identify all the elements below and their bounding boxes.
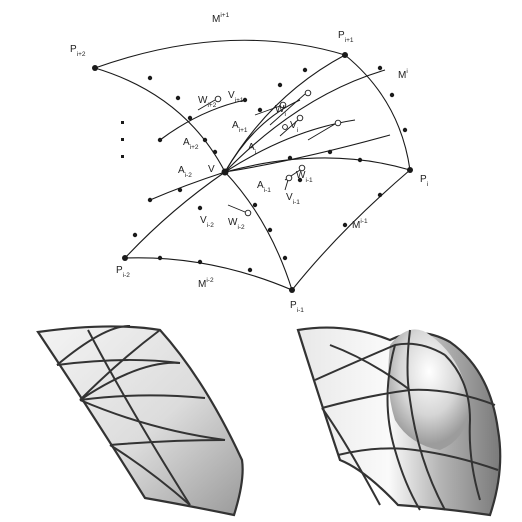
label-v-im1: Vi-1 [286, 192, 300, 206]
control-points [92, 52, 413, 293]
label-p-i2: Pi+2 [70, 44, 86, 58]
label-p-im2: Pi-2 [116, 265, 130, 279]
label-v-im2: Vi-2 [200, 215, 214, 229]
deformed-surface-rendering [296, 326, 502, 517]
boundary-curve-left-upper [94, 67, 226, 173]
label-a-i: Ai [248, 142, 256, 156]
label-p-i1: Pi+1 [338, 30, 354, 44]
flat-surface-rendering [36, 324, 244, 517]
label-m-right: Mi [398, 68, 408, 81]
label-v-i: Vi [290, 120, 298, 134]
diagram-labels: Mi+1 Mi Mi-1 Mi-2 Pi+2 Pi+1 Pi Pi-1 Pi-2… [70, 12, 428, 314]
label-p-i: Pi [420, 174, 428, 188]
boundary-curve-top [94, 39, 346, 69]
label-w-im2: Wi-2 [228, 217, 245, 231]
spoke-to-m-i [224, 69, 386, 173]
label-a-im2: Ai-2 [178, 165, 192, 179]
label-w-i: Wi [275, 104, 286, 118]
label-w-im1: Wi-1 [296, 170, 313, 184]
label-m-top: Mi+1 [212, 12, 230, 25]
label-m-bottom-right: Mi-1 [352, 218, 368, 231]
label-a-i2: Ai+2 [183, 137, 199, 151]
spoke-to-p-im1 [224, 171, 293, 291]
boundary-curve-right-upper [344, 54, 411, 171]
ellipsis-dots [121, 121, 124, 158]
label-a-i1: Ai+1 [232, 120, 248, 134]
label-m-bottom: Mi-2 [198, 277, 214, 290]
label-a-im1: Ai-1 [257, 180, 271, 194]
label-v-i1: Vi+1 [228, 90, 244, 104]
label-v: V [208, 164, 215, 175]
boundary-curve-left-lower [124, 171, 226, 259]
boundary-curve-bottom [124, 257, 293, 291]
label-w-i2: Wi+2 [198, 95, 217, 109]
tangent-handles [197, 89, 342, 217]
spoke-to-p-i [224, 157, 411, 173]
patch-network-diagram [94, 39, 411, 291]
boundary-curve-right-lower [291, 169, 411, 291]
label-p-im1: Pi-1 [290, 300, 304, 314]
